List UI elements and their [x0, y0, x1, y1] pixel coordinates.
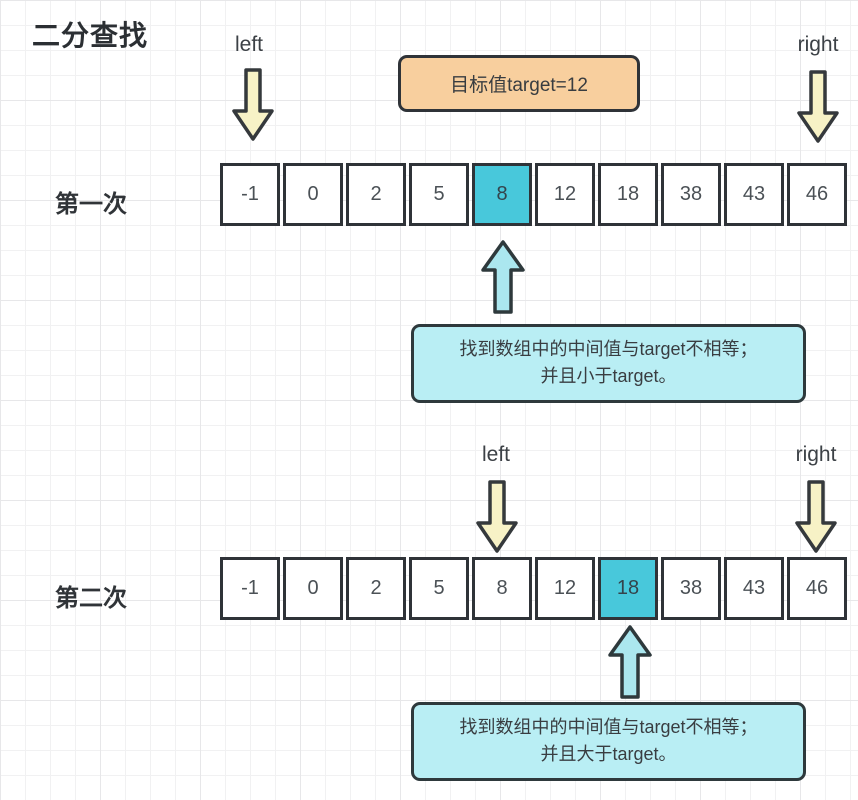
section1-row-label: 第一次	[55, 191, 127, 218]
array-cell: 46	[787, 163, 847, 226]
array-cell: 12	[535, 163, 595, 226]
section2-left-pointer-label: left	[481, 443, 511, 466]
section1-callout: 找到数组中的中间值与target不相等； 并且小于target。	[411, 324, 806, 403]
section1-left-pointer-label: left	[234, 33, 264, 56]
array-cell: 8	[472, 163, 532, 226]
section2-mid-up-arrow-icon	[608, 625, 652, 699]
section2-left-down-arrow-icon	[476, 480, 518, 553]
target-value-label: 目标值target=12	[450, 75, 588, 96]
array-cell: 38	[661, 163, 721, 226]
section2-right-pointer-label: right	[795, 443, 837, 466]
page-title: 二分查找	[32, 20, 149, 51]
callout-line-2: 并且大于target。	[540, 744, 677, 764]
array-cell: 43	[724, 557, 784, 620]
section1-right-pointer-label: right	[797, 33, 839, 56]
section2-array-row: -1 0 2 5 8 12 18 38 43 46	[220, 557, 847, 620]
section1-array-row: -1 0 2 5 8 12 18 38 43 46	[220, 163, 847, 226]
array-cell: 0	[283, 557, 343, 620]
section2-callout: 找到数组中的中间值与target不相等； 并且大于target。	[411, 702, 806, 781]
array-cell: 18	[598, 557, 658, 620]
target-value-box: 目标值target=12	[398, 55, 640, 112]
section1-left-down-arrow-icon	[232, 68, 274, 141]
callout-line-1: 找到数组中的中间值与target不相等；	[459, 339, 758, 359]
array-cell: 2	[346, 557, 406, 620]
section2-right-down-arrow-icon	[795, 480, 837, 553]
array-cell: 18	[598, 163, 658, 226]
array-cell: 8	[472, 557, 532, 620]
array-cell: 38	[661, 557, 721, 620]
callout-line-2: 并且小于target。	[540, 366, 677, 386]
section1-right-down-arrow-icon	[797, 70, 839, 143]
array-cell: -1	[220, 557, 280, 620]
array-cell: 5	[409, 163, 469, 226]
array-cell: 0	[283, 163, 343, 226]
callout-line-1: 找到数组中的中间值与target不相等；	[459, 717, 758, 737]
array-cell: 2	[346, 163, 406, 226]
array-cell: 5	[409, 557, 469, 620]
array-cell: -1	[220, 163, 280, 226]
array-cell: 12	[535, 557, 595, 620]
array-cell: 46	[787, 557, 847, 620]
section2-row-label: 第二次	[55, 585, 127, 612]
array-cell: 43	[724, 163, 784, 226]
section1-mid-up-arrow-icon	[481, 240, 525, 314]
